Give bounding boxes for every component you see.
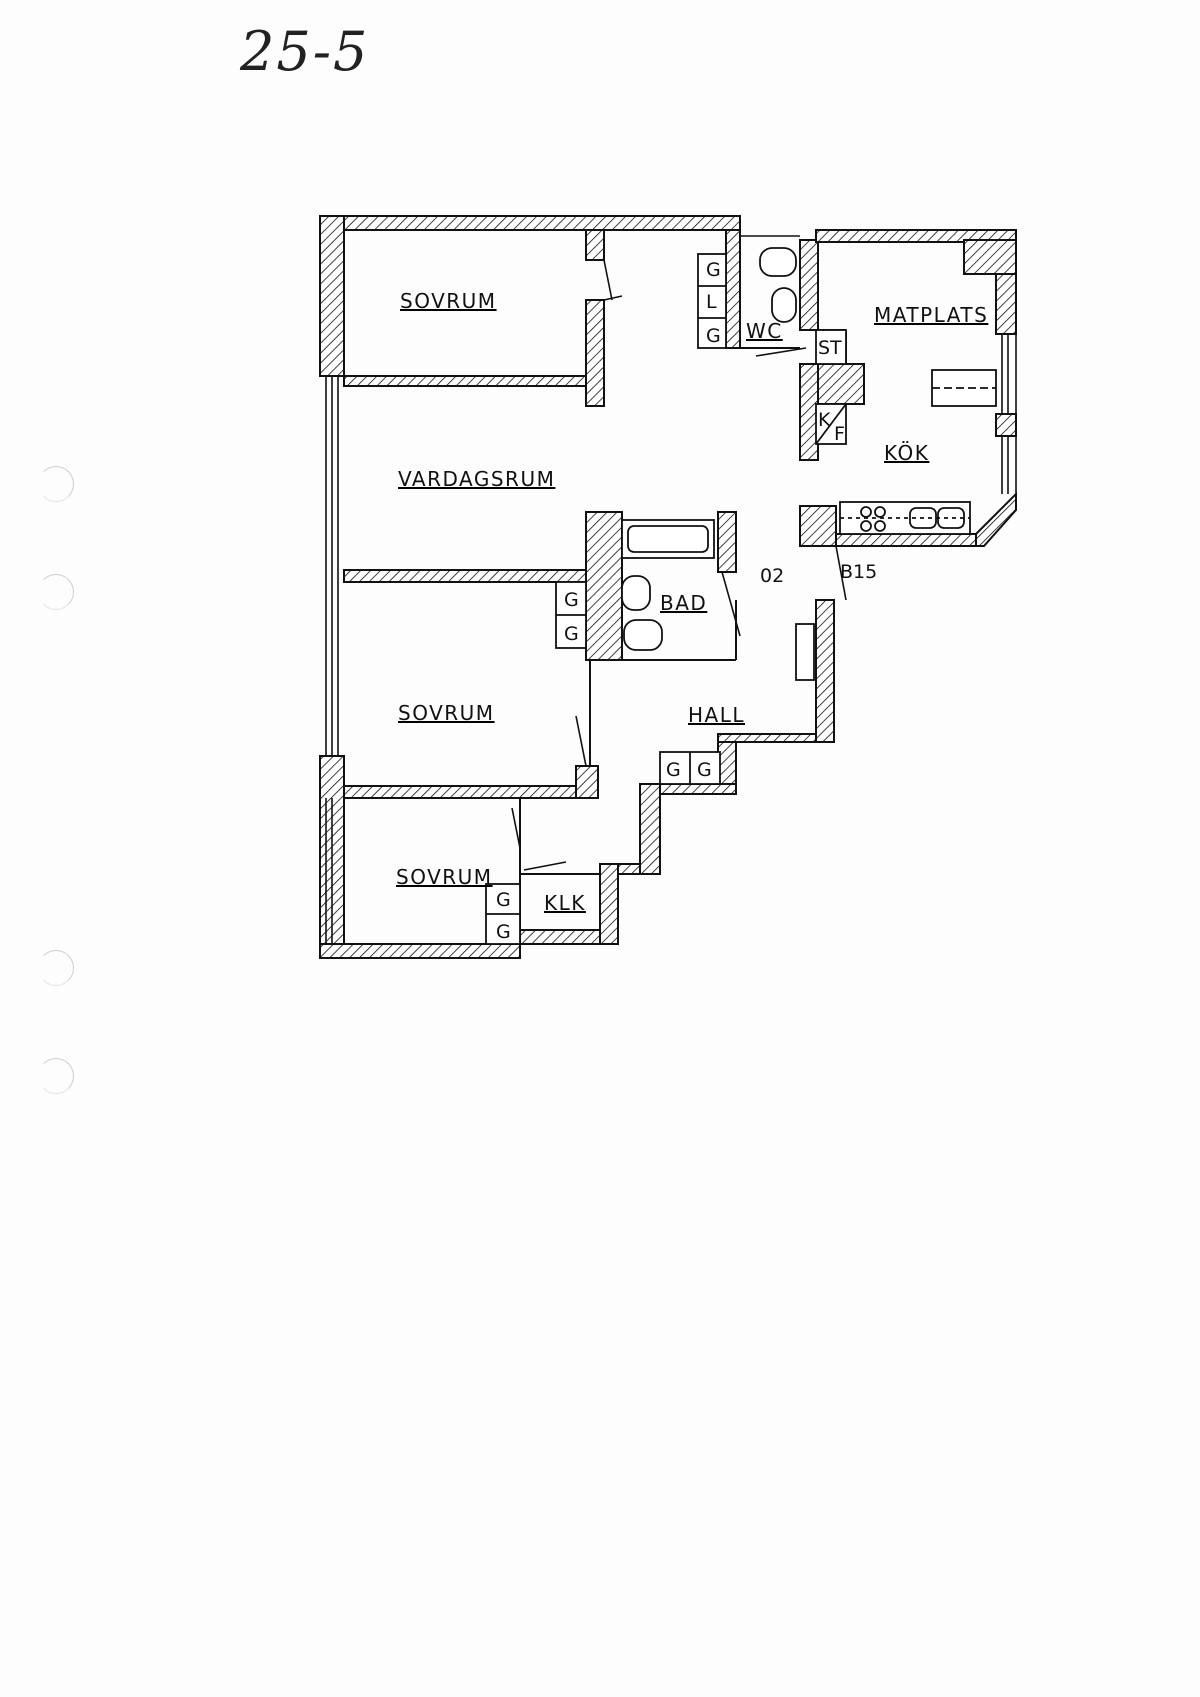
room-label-kok: KÖK xyxy=(884,441,929,465)
wall-vardagsrum-bottom xyxy=(343,569,587,583)
room-label-sovrum: SOVRUM xyxy=(400,289,497,313)
punch-hole-mark xyxy=(38,574,74,610)
door-klk xyxy=(523,861,567,871)
closet-label: G xyxy=(706,259,721,281)
room-label-vardagsrum: VARDAGSRUM xyxy=(398,467,555,491)
door-sovrum3 xyxy=(511,807,521,849)
wall-kitchen-lower-left xyxy=(799,505,837,547)
room-label-sovrum: SOVRUM xyxy=(396,865,493,889)
door-sovrum1-stop xyxy=(603,295,623,301)
wall-wc-right xyxy=(799,239,819,331)
wall-sovrum1-right-top xyxy=(585,229,605,261)
stove-burner xyxy=(860,520,872,532)
room-label-klk: KLK xyxy=(544,891,586,915)
wall-step-3 xyxy=(599,863,619,945)
storage-st xyxy=(815,329,847,365)
apartment-type: B15 xyxy=(840,561,877,583)
marker-f: F xyxy=(834,423,845,445)
room-label-matplats: MATPLATS xyxy=(874,303,988,327)
closet-label: G xyxy=(564,623,579,645)
wall-top xyxy=(319,215,741,231)
room-label-wc: WC xyxy=(746,319,783,343)
wall-kitchen-right-mid xyxy=(995,413,1017,437)
bad-toilet xyxy=(621,575,651,611)
wall-wc-left xyxy=(725,229,741,349)
wall-sovrum2-bottom xyxy=(343,785,599,799)
wall-step-5 xyxy=(659,783,737,795)
bad-sink xyxy=(623,619,663,651)
door-entrance xyxy=(835,545,847,601)
wall-bad-right xyxy=(717,511,737,573)
wall-kitchen-diagonal xyxy=(975,491,1017,547)
wall-kitchen-right-top xyxy=(995,273,1017,335)
room-label-sovrum: SOVRUM xyxy=(398,701,495,725)
room-label-bad: BAD xyxy=(660,591,707,615)
stove-burner xyxy=(874,506,886,518)
wall-step-1 xyxy=(639,783,661,875)
punch-hole-mark xyxy=(38,466,74,502)
punch-hole-mark xyxy=(38,1058,74,1094)
closet-label: G xyxy=(496,889,511,911)
closet-label: L xyxy=(706,291,717,313)
wall-step-6 xyxy=(717,733,831,743)
hall-bench xyxy=(795,623,815,681)
handwritten-note: 25-5 xyxy=(240,20,370,83)
punch-hole-mark xyxy=(38,950,74,986)
closet-unit xyxy=(697,253,727,349)
door-wc xyxy=(755,347,807,357)
room-label-hall: HALL xyxy=(688,703,745,727)
marker-st: ST xyxy=(818,337,842,359)
wall-hall-east xyxy=(815,599,835,743)
door-bad xyxy=(721,571,741,637)
wall-kitchen-bottom xyxy=(835,533,977,547)
wall-sovrum1-right xyxy=(585,299,605,407)
wall-kitchen-corner xyxy=(963,239,1017,275)
closet-label: G xyxy=(666,759,681,781)
closet-label: G xyxy=(706,325,721,347)
closet-label: G xyxy=(496,921,511,943)
wc-sink xyxy=(771,287,797,323)
door-sovrum2 xyxy=(575,715,587,767)
wall-bottom xyxy=(319,943,521,959)
apartment-number: 02 xyxy=(760,565,784,587)
wall-bad-left xyxy=(585,511,623,661)
wall-bottom-klk xyxy=(519,929,611,945)
closet-label: G xyxy=(564,589,579,611)
wall-left-upper xyxy=(319,215,345,377)
wall-sovrum2-corner xyxy=(575,765,599,799)
door-sovrum1 xyxy=(603,259,613,301)
stove-burner xyxy=(874,520,886,532)
closet-label: G xyxy=(697,759,712,781)
wall-sovrum1-bottom xyxy=(343,375,595,387)
wc-toilet xyxy=(759,247,797,277)
stove-burner xyxy=(860,506,872,518)
marker-k: K xyxy=(818,409,831,431)
